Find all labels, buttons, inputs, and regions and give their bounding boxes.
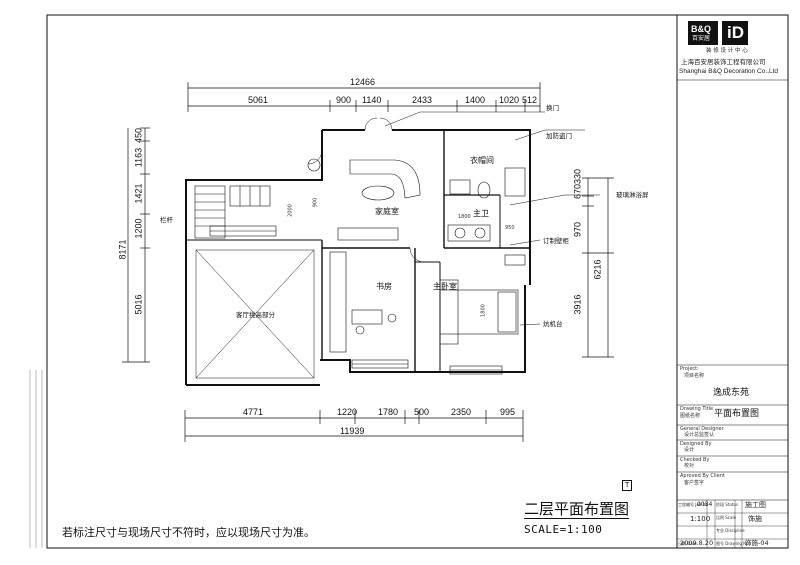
room-study: 书房	[376, 282, 392, 291]
right-dim-3: 970	[572, 221, 583, 238]
inner-dim-4: 900	[312, 197, 319, 208]
plan-marker: T	[622, 480, 633, 491]
top-dim-1: 5061	[248, 95, 269, 105]
logo-id-box	[722, 21, 748, 45]
tb-drawing-no-label: 图号 Drawing No.	[716, 541, 750, 546]
tb-drawing-title-sub: 图纸名称	[680, 413, 701, 419]
company-slogan: 装 修 设 计 中 心	[706, 48, 748, 54]
room-family: 家庭室	[375, 207, 399, 216]
tb-designed-by-sub: 设计	[684, 447, 695, 453]
tb-scale: 1:100	[690, 515, 711, 523]
tb-checked-by-sub: 校对	[684, 463, 695, 469]
tb-status: 施工图	[745, 501, 766, 509]
logo-bq: B&Q	[691, 24, 711, 34]
left-dim-1: 5016	[133, 294, 144, 315]
room-master-bath: 主卫	[473, 209, 489, 218]
family-room-furniture	[307, 158, 421, 241]
inner-dim-3: 2000	[287, 204, 294, 217]
bottom-dim-3: 1780	[378, 407, 399, 417]
annotation-bay-window: 炕机台	[543, 320, 563, 328]
top-dim-3: 1140	[362, 95, 382, 105]
top-dimension-lines	[187, 82, 541, 112]
logo-id: iD	[727, 23, 744, 42]
tb-approved-sub: 客户签字	[684, 480, 705, 486]
logo-bq-box	[688, 21, 718, 45]
tb-designed-by-label: Designed By	[680, 441, 712, 447]
top-dim-7: 512	[522, 95, 538, 105]
tb-scale-label: 比例 Scale	[716, 515, 737, 520]
company-name-cn: 上海百安居装饰工程有限公司	[681, 58, 766, 66]
tb-discipline-label: 专业 Discipline	[716, 528, 745, 533]
tb-job-no-label: 工程编号 Job No.	[678, 502, 710, 507]
top-dim-4: 2433	[412, 95, 433, 105]
tb-project-label: Project:	[680, 366, 699, 372]
plan-scale: SCALE=1:100	[524, 523, 603, 536]
tb-date-label: 日期 Date	[678, 541, 697, 546]
plan-footnote: 若标注尺寸与现场尺寸不符时，应以现场尺寸为准。	[62, 526, 315, 539]
tb-drawing-title: 平面布置图	[714, 409, 760, 419]
living-void	[195, 249, 315, 379]
annotation-glass-partition: 玻璃淋浴屏	[616, 191, 649, 199]
top-dim-2: 900	[336, 95, 352, 105]
room-living-double: 客厅挑高部分	[236, 311, 275, 319]
left-dim-3: 1421	[133, 183, 144, 204]
bottom-dimension-lines	[184, 410, 524, 442]
tb-drawing-title-label: Drawing Title	[680, 406, 714, 412]
sheet-frame	[46, 14, 789, 549]
tb-discipline: 饰施	[748, 515, 762, 523]
top-dim-6: 1020	[499, 95, 520, 105]
bottom-dim-5: 2350	[451, 407, 472, 417]
right-dimension-lines	[582, 177, 614, 358]
windows	[209, 225, 503, 375]
bottom-dim-1: 4771	[243, 407, 264, 417]
inner-dim-2: 950	[505, 225, 515, 231]
logo-bq-sub: 百安居	[692, 35, 711, 42]
room-cloakroom: 衣帽间	[470, 156, 494, 165]
walls	[185, 129, 531, 386]
tb-approved-label: Aproved By Client	[680, 473, 725, 479]
left-dim-5: 450	[133, 127, 144, 144]
room-master-bedroom: 主卧室	[433, 282, 457, 291]
annotation-door-change: 换门	[546, 104, 559, 112]
tb-job-no: 0034	[697, 501, 713, 508]
company-name-en: Shanghai B&Q Decoration Co.,Ltd	[679, 68, 779, 75]
bottom-total-dim: 11939	[340, 426, 365, 436]
bedroom-furniture	[439, 254, 526, 345]
inner-dim-5: 1800	[480, 304, 487, 317]
bottom-dim-4: 500	[414, 407, 430, 417]
bottom-dim-6: 995	[500, 407, 516, 417]
annotation-add-window: 加防盗门	[546, 132, 572, 140]
right-dim-4: 3916	[572, 294, 583, 315]
leader-lines	[384, 111, 600, 326]
doors	[307, 117, 425, 263]
tb-project-sub: 项目名称	[684, 373, 705, 379]
stairs	[194, 185, 271, 239]
right-dim-5: 6216	[592, 259, 603, 280]
left-total-dim: 8171	[117, 239, 128, 260]
right-dim-2: 330	[572, 168, 583, 185]
bottom-dim-2: 1220	[337, 407, 358, 417]
annotation-custom-cabinet: 订制壁柜	[543, 237, 569, 245]
study-furniture	[329, 251, 397, 353]
tb-status-label: 阶段 Status	[716, 502, 739, 507]
top-dim-5: 1400	[465, 95, 486, 105]
tb-general-designer-label: General Designer	[680, 426, 724, 432]
left-dim-2: 1200	[133, 218, 144, 239]
bath-fixtures	[447, 167, 526, 242]
tb-general-designer-sub: 设计总监签认	[684, 432, 715, 438]
tb-checked-by-label: Checked By	[680, 457, 710, 463]
top-total-dim: 12466	[350, 77, 376, 87]
plan-title: 二层平面布置图	[524, 500, 630, 519]
tb-date: 2009.8.20	[680, 539, 714, 547]
tb-drawing-no: 饰施-04	[745, 539, 769, 547]
inner-dim-1: 1800	[458, 214, 471, 220]
left-dimension-lines	[122, 127, 150, 363]
tb-project-name: 逸成东苑	[713, 388, 750, 398]
railing-label: 栏杆	[160, 216, 173, 224]
